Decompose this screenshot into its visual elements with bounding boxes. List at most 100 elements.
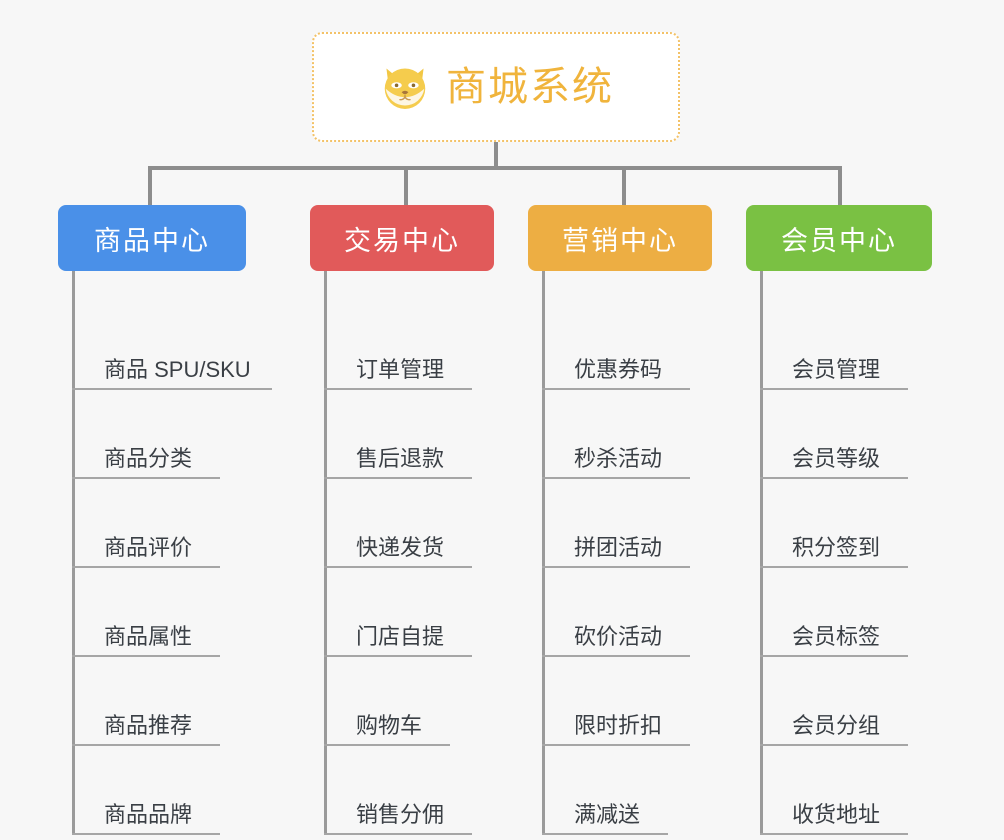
leaf-underline [324, 477, 472, 479]
connector-drop-3 [622, 166, 626, 208]
leaf-underline [760, 744, 908, 746]
leaf-item[interactable]: 会员等级 [746, 390, 932, 479]
leaf-list-1: 商品 SPU/SKU 商品分类 商品评价 商品属性 商品推荐 商品品牌 [58, 271, 272, 835]
leaf-underline [324, 833, 472, 835]
leaf-item[interactable]: 商品推荐 [58, 657, 246, 746]
leaf-list-2: 订单管理 售后退款 快递发货 门店自提 购物车 销售分佣 [310, 271, 494, 835]
leaf-label: 会员标签 [792, 624, 881, 649]
leaf-item[interactable]: 快递发货 [310, 479, 494, 568]
leaf-underline [542, 655, 690, 657]
leaf-label: 拼团活动 [574, 535, 663, 560]
category-header-4-label: 会员中心 [781, 225, 897, 256]
category-header-1-label: 商品中心 [94, 225, 210, 256]
leaf-label: 限时折扣 [574, 713, 663, 738]
leaf-label: 商品属性 [104, 624, 193, 649]
connector-root-stem [494, 142, 498, 168]
leaf-item[interactable]: 会员管理 [746, 301, 932, 390]
leaf-item[interactable]: 拼团活动 [528, 479, 712, 568]
category-column-3: 营销中心 优惠券码 秒杀活动 拼团活动 砍价活动 限时折扣 [528, 205, 712, 835]
root-node[interactable]: 商城系统 [312, 32, 680, 142]
leaf-label: 购物车 [356, 713, 423, 738]
leaf-label: 快递发货 [356, 535, 445, 560]
leaf-underline [542, 744, 690, 746]
leaf-item[interactable]: 商品分类 [58, 390, 246, 479]
leaf-list-4: 会员管理 会员等级 积分签到 会员标签 会员分组 收货地址 [746, 271, 932, 835]
leaf-label: 优惠券码 [574, 357, 663, 382]
leaf-list-3: 优惠券码 秒杀活动 拼团活动 砍价活动 限时折扣 满减送 [528, 271, 712, 835]
leaf-item[interactable]: 优惠券码 [528, 301, 712, 390]
category-header-4[interactable]: 会员中心 [746, 205, 932, 271]
leaf-underline [72, 833, 220, 835]
leaf-item[interactable]: 积分签到 [746, 479, 932, 568]
leaf-underline [542, 477, 690, 479]
leaf-label: 满减送 [574, 802, 641, 827]
leaf-item[interactable]: 会员分组 [746, 657, 932, 746]
category-header-2-label: 交易中心 [344, 225, 460, 256]
leaf-item[interactable]: 收货地址 [746, 746, 932, 835]
connector-drop-4 [838, 166, 842, 208]
category-header-3-label: 营销中心 [562, 225, 678, 256]
leaf-item[interactable]: 限时折扣 [528, 657, 712, 746]
leaf-item[interactable]: 商品 SPU/SKU [58, 301, 272, 390]
leaf-underline [324, 566, 472, 568]
leaf-underline [324, 744, 450, 746]
leaf-item[interactable]: 秒杀活动 [528, 390, 712, 479]
category-header-1[interactable]: 商品中心 [58, 205, 246, 271]
leaf-label: 商品推荐 [104, 713, 193, 738]
leaf-item[interactable]: 会员标签 [746, 568, 932, 657]
leaf-underline [760, 655, 908, 657]
leaf-label: 商品 SPU/SKU [104, 357, 251, 382]
leaf-item[interactable]: 购物车 [310, 657, 494, 746]
leaf-underline [542, 833, 668, 835]
leaf-underline [72, 655, 220, 657]
leaf-spine-1 [72, 271, 75, 835]
leaf-label: 商品评价 [104, 535, 193, 560]
category-header-2[interactable]: 交易中心 [310, 205, 494, 271]
leaf-label: 会员等级 [792, 446, 881, 471]
leaf-underline [72, 744, 220, 746]
leaf-spine-3 [542, 271, 545, 835]
leaf-item[interactable]: 砍价活动 [528, 568, 712, 657]
root-title: 商城系统 [446, 65, 614, 109]
leaf-underline [72, 477, 220, 479]
leaf-label: 门店自提 [356, 624, 445, 649]
leaf-item[interactable]: 满减送 [528, 746, 712, 835]
connector-drop-2 [404, 166, 408, 208]
leaf-spine-2 [324, 271, 327, 835]
leaf-underline [542, 388, 690, 390]
leaf-label: 会员分组 [792, 713, 881, 738]
leaf-label: 订单管理 [356, 357, 445, 382]
leaf-label: 商品品牌 [104, 802, 193, 827]
connector-horizontal-bus [150, 166, 842, 170]
leaf-label: 销售分佣 [356, 802, 445, 827]
leaf-label: 会员管理 [792, 357, 881, 382]
leaf-label: 积分签到 [792, 535, 881, 560]
leaf-item[interactable]: 商品属性 [58, 568, 246, 657]
leaf-label: 售后退款 [356, 446, 445, 471]
leaf-underline [72, 566, 220, 568]
leaf-underline [760, 566, 908, 568]
shiba-dog-face-icon [384, 68, 426, 111]
leaf-item[interactable]: 销售分佣 [310, 746, 494, 835]
leaf-item[interactable]: 商品品牌 [58, 746, 246, 835]
category-column-1: 商品中心 商品 SPU/SKU 商品分类 商品评价 商品属性 商品推荐 [58, 205, 272, 835]
leaf-label: 秒杀活动 [574, 446, 663, 471]
leaf-label: 商品分类 [104, 446, 193, 471]
category-column-4: 会员中心 会员管理 会员等级 积分签到 会员标签 会员分组 [746, 205, 932, 835]
leaf-label: 收货地址 [792, 802, 881, 827]
leaf-label: 砍价活动 [574, 624, 663, 649]
leaf-underline [72, 388, 272, 390]
leaf-item[interactable]: 售后退款 [310, 390, 494, 479]
category-column-2: 交易中心 订单管理 售后退款 快递发货 门店自提 购物车 [310, 205, 494, 835]
leaf-item[interactable]: 订单管理 [310, 301, 494, 390]
connector-drop-1 [148, 166, 152, 208]
leaf-item[interactable]: 商品评价 [58, 479, 246, 568]
leaf-spine-4 [760, 271, 763, 835]
leaf-item[interactable]: 门店自提 [310, 568, 494, 657]
leaf-underline [324, 388, 472, 390]
leaf-underline [760, 833, 908, 835]
leaf-underline [542, 566, 690, 568]
category-header-3[interactable]: 营销中心 [528, 205, 712, 271]
leaf-underline [760, 388, 908, 390]
